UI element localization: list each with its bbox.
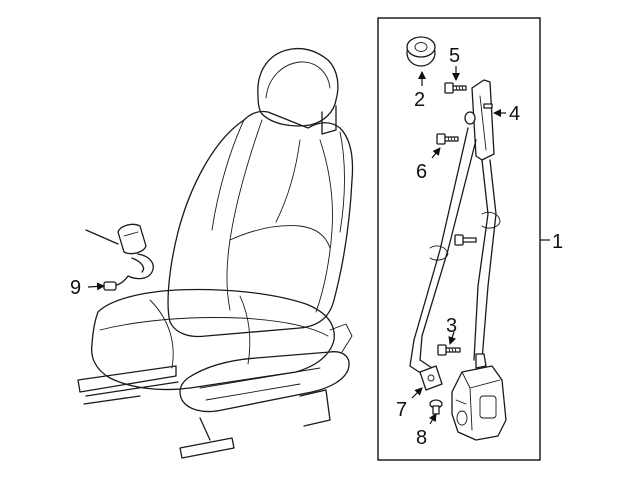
seat-belt-assembly (406, 36, 507, 441)
callout-6: 6 (416, 161, 427, 183)
backrest (167, 110, 354, 338)
pin-part-8 (429, 399, 443, 415)
assembly-box (377, 17, 541, 461)
anchor-part-4 (464, 79, 495, 161)
callout-1: 1 (552, 231, 563, 253)
callout-9: 9 (70, 277, 81, 299)
belt-webbing (409, 127, 469, 379)
seat-belt-buckle (85, 223, 154, 291)
callout-leaders (87, 66, 550, 425)
callout-5: 5 (449, 45, 460, 67)
callout-8: 8 (416, 427, 427, 449)
seat-illustration (77, 47, 354, 459)
headrest (257, 47, 339, 127)
cap-part-2 (406, 36, 436, 67)
bolt-part-3 (437, 344, 461, 356)
bolt-part-5 (444, 82, 467, 94)
seat-side-trim (179, 351, 350, 413)
bolt-unlabeled (454, 234, 477, 246)
seat-rail (77, 365, 177, 393)
bolt-part-6 (436, 133, 459, 145)
retractor (451, 353, 507, 441)
callout-3: 3 (446, 315, 457, 337)
lower-anchor (419, 365, 443, 391)
callout-4: 4 (509, 103, 520, 125)
callout-2: 2 (414, 89, 425, 111)
seat-cushion (90, 288, 335, 391)
callout-7: 7 (396, 399, 407, 421)
